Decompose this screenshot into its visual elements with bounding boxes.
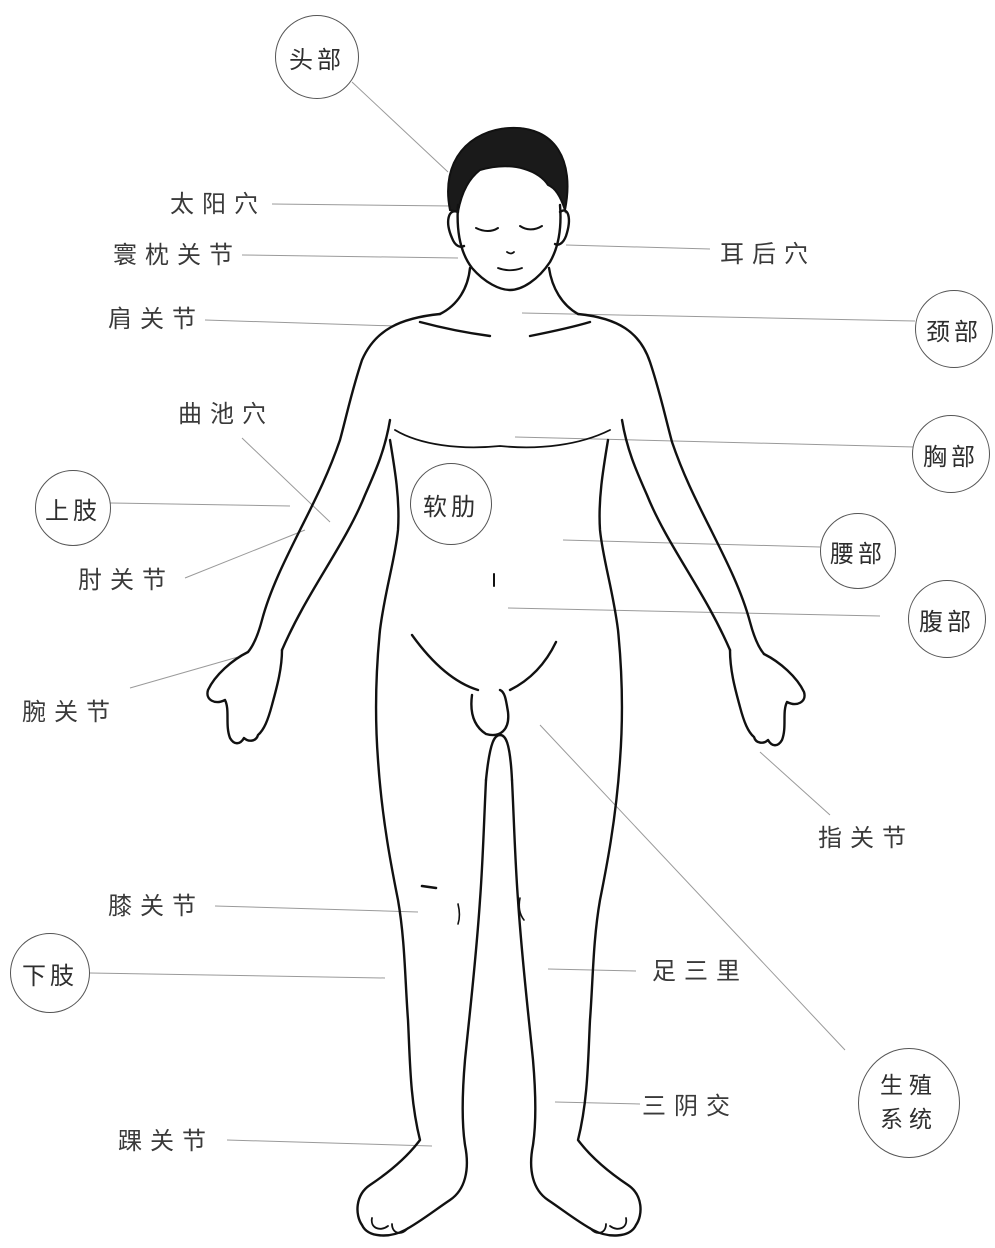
label-temple: 太阳穴 bbox=[170, 190, 266, 218]
leader-abdomen bbox=[508, 608, 880, 616]
label-sanyinjiao: 三阴交 bbox=[642, 1092, 738, 1120]
hair bbox=[448, 128, 567, 212]
label-elbow: 肘关节 bbox=[78, 566, 174, 594]
label-chest: 胸部 bbox=[912, 415, 990, 493]
leader-shoulder bbox=[205, 320, 395, 326]
label-soft-rib: 软肋 bbox=[410, 463, 492, 545]
leader-temple bbox=[272, 204, 452, 206]
leader-jaw-joint bbox=[242, 255, 458, 258]
label-finger-joint: 指关节 bbox=[818, 824, 914, 852]
leader-ankle bbox=[227, 1140, 432, 1146]
label-reproductive-system: 生殖 系统 bbox=[858, 1048, 960, 1158]
leader-reproductive bbox=[540, 725, 845, 1050]
leader-quchi bbox=[242, 438, 330, 522]
leader-behind-ear bbox=[566, 245, 710, 249]
label-abdomen: 腹部 bbox=[908, 580, 986, 658]
leader-finger-joint bbox=[760, 752, 830, 815]
leader-knee bbox=[215, 906, 418, 912]
label-zusanli: 足三里 bbox=[652, 957, 748, 985]
label-quchi: 曲池穴 bbox=[178, 400, 274, 428]
label-knee: 膝关节 bbox=[108, 892, 204, 920]
label-wrist: 腕关节 bbox=[22, 698, 118, 726]
label-head: 头部 bbox=[275, 15, 359, 99]
label-ankle: 踝关节 bbox=[118, 1127, 214, 1155]
body-outline bbox=[207, 205, 804, 1235]
label-waist: 腰部 bbox=[820, 513, 896, 589]
label-upper-limb: 上肢 bbox=[35, 470, 111, 546]
leader-head bbox=[352, 82, 448, 172]
label-lower-limb: 下肢 bbox=[10, 933, 90, 1013]
leader-lower-limb bbox=[90, 973, 385, 978]
label-jaw-joint: 寰枕关节 bbox=[113, 241, 241, 269]
leader-sanyinjiao bbox=[555, 1102, 640, 1104]
label-behind-ear: 耳后穴 bbox=[720, 240, 816, 268]
label-neck: 颈部 bbox=[915, 290, 993, 368]
leader-upper-limb bbox=[110, 503, 290, 506]
label-shoulder: 肩关节 bbox=[108, 305, 204, 333]
